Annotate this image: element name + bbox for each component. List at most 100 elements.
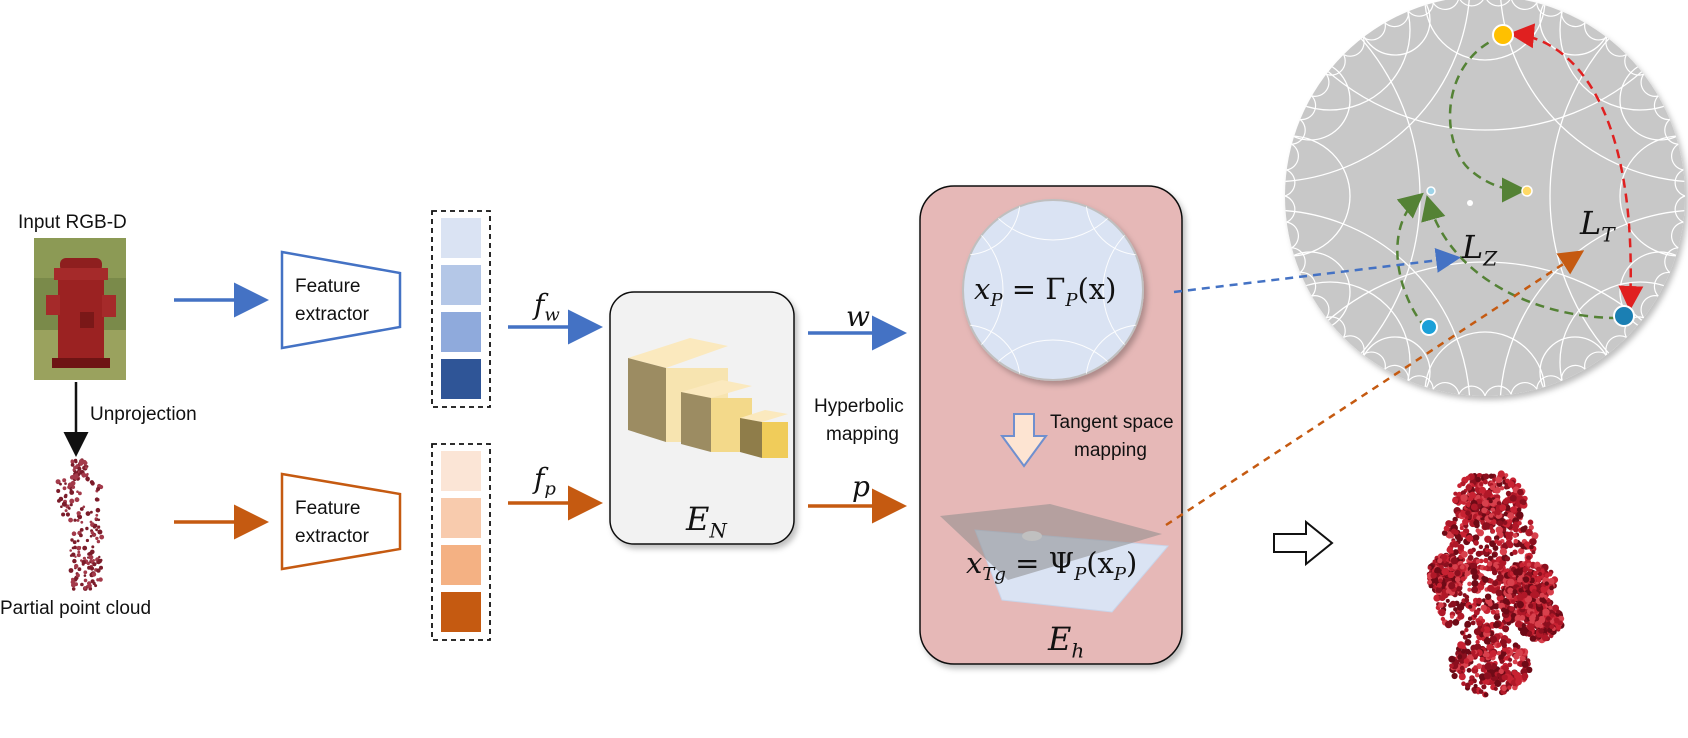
boundary-arc bbox=[1536, 375, 1562, 390]
point-cloud-dot bbox=[95, 513, 99, 517]
point-cloud-dot bbox=[1468, 680, 1474, 686]
point-cloud-dot bbox=[1482, 479, 1488, 485]
point-cloud-dot bbox=[1492, 580, 1499, 587]
point-cloud-dot bbox=[82, 545, 88, 551]
point-cloud-dot bbox=[1487, 555, 1493, 561]
point-cloud-dot bbox=[1460, 494, 1468, 502]
point-cloud-dot bbox=[1467, 587, 1472, 592]
fp-label: fp bbox=[534, 462, 556, 500]
point-cloud-dot bbox=[65, 512, 70, 517]
point-cloud-dot bbox=[69, 498, 75, 504]
point-cloud-dot bbox=[1538, 628, 1544, 634]
point-cloud-dot bbox=[1483, 637, 1491, 645]
boundary-arc bbox=[1653, 271, 1670, 297]
fw-label: fw bbox=[534, 288, 560, 326]
point-cloud-dot bbox=[1508, 531, 1514, 537]
point-cloud-dot bbox=[73, 458, 78, 463]
boundary-arc bbox=[1343, 37, 1365, 57]
point-cloud-dot bbox=[1473, 628, 1482, 636]
point-cloud-dot bbox=[1507, 481, 1515, 488]
point-cloud-dot bbox=[77, 567, 82, 572]
boundary-arc bbox=[1286, 221, 1299, 249]
point-cloud-dot bbox=[79, 507, 84, 511]
point-cloud-dot bbox=[80, 582, 84, 587]
point-cloud-dot bbox=[1481, 598, 1486, 603]
point-cloud-dot bbox=[1443, 562, 1449, 568]
point-cloud-dot bbox=[1466, 667, 1472, 673]
point-cloud-dot bbox=[1556, 609, 1561, 614]
point-cloud-dot bbox=[1541, 598, 1547, 604]
boundary-arc bbox=[1458, 385, 1486, 397]
point-cloud-dot bbox=[1495, 526, 1504, 534]
point-cloud-dot bbox=[62, 486, 67, 491]
point-cloud-dot bbox=[1457, 612, 1465, 620]
point-cloud-dot bbox=[72, 468, 76, 472]
point-cloud-dot bbox=[97, 525, 101, 528]
point-cloud-dot bbox=[1442, 588, 1447, 593]
point-cloud-dot bbox=[1505, 478, 1510, 484]
point-cloud-dot bbox=[1521, 672, 1529, 680]
point-cloud-dot bbox=[1479, 486, 1487, 494]
point-cloud-dot bbox=[1457, 483, 1462, 489]
point-cloud-dot bbox=[92, 562, 97, 567]
point-cloud-dot bbox=[97, 518, 101, 522]
point-cloud-dot bbox=[1484, 535, 1492, 543]
point-cloud-dot bbox=[1527, 623, 1535, 631]
point-cloud-dot bbox=[1482, 576, 1489, 583]
point-cloud-dot bbox=[1471, 686, 1477, 693]
boundary-arc bbox=[1326, 54, 1346, 76]
point-cloud-dot bbox=[1483, 557, 1489, 564]
point-cloud-dot bbox=[1496, 673, 1501, 677]
point-cloud-dot bbox=[1475, 476, 1481, 483]
point-cloud-dot bbox=[1506, 593, 1512, 600]
rgb-extractor-label-line2: extractor bbox=[295, 304, 369, 325]
point-cloud-dot bbox=[1476, 597, 1483, 605]
point-cloud-dot bbox=[1506, 638, 1512, 644]
point-cloud-dot bbox=[1471, 649, 1476, 655]
point-cloud-dot bbox=[1456, 586, 1462, 592]
point-cloud-dot bbox=[1520, 499, 1527, 506]
point-cloud-dot bbox=[1446, 546, 1453, 554]
point-cloud-dot bbox=[1464, 648, 1471, 655]
point-cloud-dot bbox=[1466, 534, 1474, 542]
point-cloud-dot bbox=[1544, 581, 1549, 586]
point-cloud-dot bbox=[1484, 593, 1492, 600]
point-cloud-dot bbox=[1486, 561, 1493, 567]
point-cloud-dot bbox=[1471, 579, 1479, 588]
point-cloud-dot bbox=[83, 578, 88, 583]
point-cloud-dot bbox=[1460, 490, 1466, 496]
point-cloud-dot bbox=[1473, 540, 1479, 546]
point-cloud-dot bbox=[1465, 475, 1471, 481]
point-cloud-dot bbox=[1520, 628, 1528, 636]
point-cloud-dot bbox=[76, 518, 80, 522]
point-cloud-dot bbox=[1494, 539, 1499, 544]
point-cloud-dot bbox=[1550, 619, 1555, 624]
point-cloud-dot bbox=[1446, 533, 1452, 539]
point-cloud-dot bbox=[1470, 620, 1476, 626]
point-cloud-dot bbox=[1448, 655, 1456, 663]
green-path-top bbox=[1448, 34, 1527, 203]
point-cloud-dot bbox=[79, 528, 84, 532]
point-cloud-dot bbox=[1532, 588, 1537, 594]
point-cloud-dot bbox=[59, 482, 62, 486]
boundary-arc bbox=[1664, 247, 1679, 273]
point-cloud-dot bbox=[1529, 635, 1537, 642]
point-cloud-dot bbox=[1540, 586, 1546, 592]
point-cloud-dot bbox=[1495, 609, 1500, 614]
point-cloud-dot bbox=[95, 507, 101, 513]
point-cloud-dot bbox=[1478, 544, 1484, 550]
boundary-arc bbox=[1484, 385, 1512, 397]
point-cloud-dot bbox=[1509, 494, 1517, 502]
point-cloud-dot bbox=[1533, 570, 1539, 576]
point-cloud-dot bbox=[1457, 603, 1465, 611]
point-cloud-dot bbox=[1477, 529, 1484, 537]
point-cloud-dot bbox=[1496, 510, 1501, 516]
point-cloud-dot bbox=[95, 536, 99, 541]
point-cloud-dot bbox=[1531, 550, 1536, 555]
point-cloud-dot bbox=[95, 528, 98, 532]
point-cloud-dot bbox=[1459, 665, 1465, 671]
point-cloud-dot bbox=[1467, 554, 1474, 561]
point-cloud-dot bbox=[72, 558, 77, 564]
point-cloud-dot bbox=[1463, 658, 1470, 664]
point-blue-medium bbox=[1420, 318, 1438, 336]
